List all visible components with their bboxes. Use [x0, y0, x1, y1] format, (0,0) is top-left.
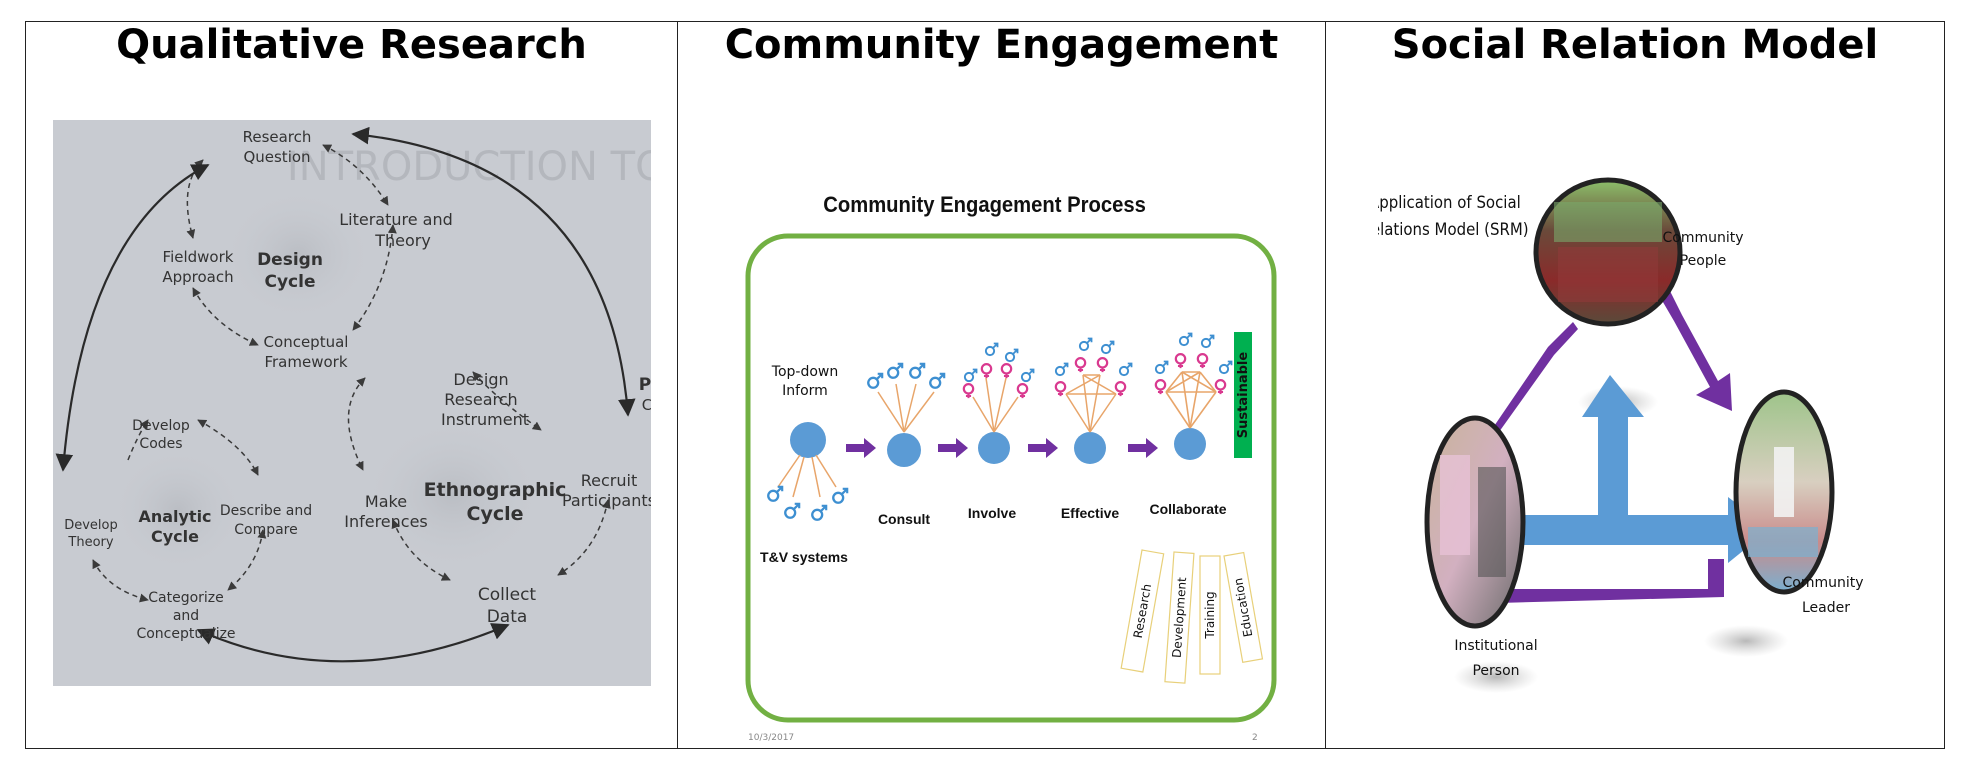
- footer-page: 2: [1252, 733, 1258, 742]
- stage-label: Involve: [968, 505, 1016, 521]
- background-text: INTRODUCTION TO THE: [287, 144, 651, 190]
- panel-title: Qualitative Research: [116, 22, 587, 68]
- panel-title: Community Engagement: [724, 22, 1279, 68]
- srm-caption: Application of Social: [1378, 192, 1521, 212]
- svg-text:People: People: [1680, 253, 1727, 269]
- process-frame: [745, 233, 1277, 723]
- center-arrows: [1474, 375, 1770, 563]
- consult-circle: [887, 433, 921, 467]
- svg-text:Top-down: Top-down: [771, 364, 838, 380]
- svg-text:Inform: Inform: [782, 383, 828, 399]
- stage-label: Consult: [878, 511, 930, 527]
- stage-label: Collaborate: [1149, 501, 1226, 517]
- collaborate-circle: [1174, 428, 1206, 460]
- panel-community-engagement: Community Engagement Community Engagemen…: [678, 22, 1326, 748]
- svg-text:C: C: [642, 396, 651, 414]
- community-engagement-diagram: Community Engagement Process Top-down In…: [745, 193, 1277, 742]
- stage-label: Effective: [1061, 505, 1120, 521]
- sustainable-bar: [1234, 332, 1252, 458]
- institutional-person-label: Institutional: [1454, 638, 1537, 654]
- panel-qualitative-research: Qualitative Research INTRODUCTION TO THE: [26, 22, 678, 748]
- pillars: Research Development Training Education: [1120, 549, 1264, 684]
- svg-text:Training: Training: [1203, 591, 1217, 639]
- svg-text:Relations Model (SRM): Relations Model (SRM): [1378, 219, 1529, 239]
- sustainable-label: Sustainable: [1236, 352, 1251, 439]
- svg-text:Development: Development: [1170, 576, 1190, 658]
- inform-circle: [790, 422, 826, 458]
- qualitative-research-diagram: INTRODUCTION TO THE: [53, 120, 651, 686]
- institutional-person-photo: [1424, 415, 1526, 629]
- slide-title: Community Engagement Process: [823, 193, 1146, 217]
- community-leader-label: Community: [1782, 575, 1863, 591]
- footer-date: 10/3/2017: [748, 733, 794, 742]
- community-people-label: Community: [1662, 230, 1743, 246]
- panel-title: Social Relation Model: [1391, 22, 1879, 68]
- community-people-photo: [1533, 177, 1683, 327]
- community-leader-photo: [1733, 389, 1835, 595]
- svg-text:Person: Person: [1472, 663, 1519, 679]
- figure-frame: Qualitative Research INTRODUCTION TO THE: [25, 21, 1945, 749]
- involve-circle: [978, 432, 1010, 464]
- effective-circle: [1074, 432, 1106, 464]
- tv-systems-label: T&V systems: [760, 549, 848, 565]
- svg-text:P: P: [639, 375, 651, 395]
- social-relation-model-diagram: Application of Social Relations Model (S…: [1378, 177, 1864, 693]
- panel-social-relation-model: Social Relation Model: [1326, 22, 1944, 748]
- svg-text:Leader: Leader: [1802, 600, 1850, 616]
